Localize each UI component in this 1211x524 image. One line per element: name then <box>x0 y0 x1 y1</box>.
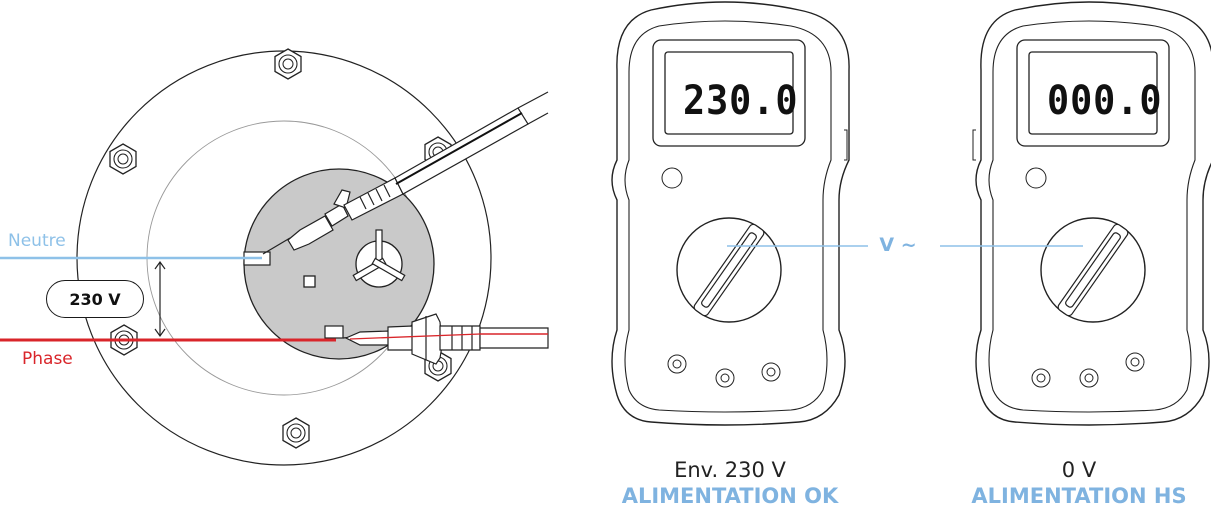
phase-label: Phase <box>22 349 73 369</box>
caption-status: ALIMENTATION HS <box>971 484 1187 508</box>
lcd-reading-right: 000.0 <box>1047 78 1163 124</box>
caption-reading: 0 V <box>1061 458 1097 482</box>
display-screen <box>664 51 794 135</box>
mode-label: V ~ <box>879 234 917 256</box>
multimeter-left <box>611 1 850 426</box>
jack-socket <box>1125 352 1145 372</box>
jack-socket <box>667 354 687 374</box>
multimeter-right <box>972 1 1211 426</box>
display-screen <box>1028 51 1158 135</box>
display-bezel <box>652 39 806 147</box>
bolt-icon <box>274 48 302 80</box>
side-button <box>661 167 683 189</box>
socket-assembly <box>76 48 549 466</box>
dial-knob <box>693 223 765 317</box>
lcd-reading-left: 230.0 <box>683 78 799 124</box>
neutral-label: Neutre <box>8 231 66 251</box>
dial-knob <box>1057 223 1129 317</box>
jack-socket <box>1079 368 1099 388</box>
voltage-badge-text: 230 V <box>69 289 121 309</box>
phase-slot <box>324 325 344 339</box>
voltage-badge: 230 V <box>46 280 144 318</box>
jack-socket <box>761 362 781 382</box>
side-button <box>1025 167 1047 189</box>
probe-neutral <box>262 91 549 255</box>
meter-inner-body <box>624 20 832 413</box>
caption-left: Env. 230 V ALIMENTATION OK <box>600 457 860 509</box>
caption-status: ALIMENTATION OK <box>621 484 839 508</box>
caption-reading: Env. 230 V <box>674 458 786 482</box>
jack-socket <box>715 368 735 388</box>
jack-socket <box>1031 368 1051 388</box>
display-bezel <box>1016 39 1170 147</box>
meter-inner-body <box>988 20 1196 413</box>
bolt-icon <box>109 143 137 175</box>
caption-right: 0 V ALIMENTATION HS <box>949 457 1209 509</box>
probe-phase <box>342 313 549 365</box>
plug-icon <box>352 229 406 288</box>
square-hole <box>303 275 316 288</box>
voltage-arrow <box>154 260 166 338</box>
bolt-icon <box>282 417 310 449</box>
